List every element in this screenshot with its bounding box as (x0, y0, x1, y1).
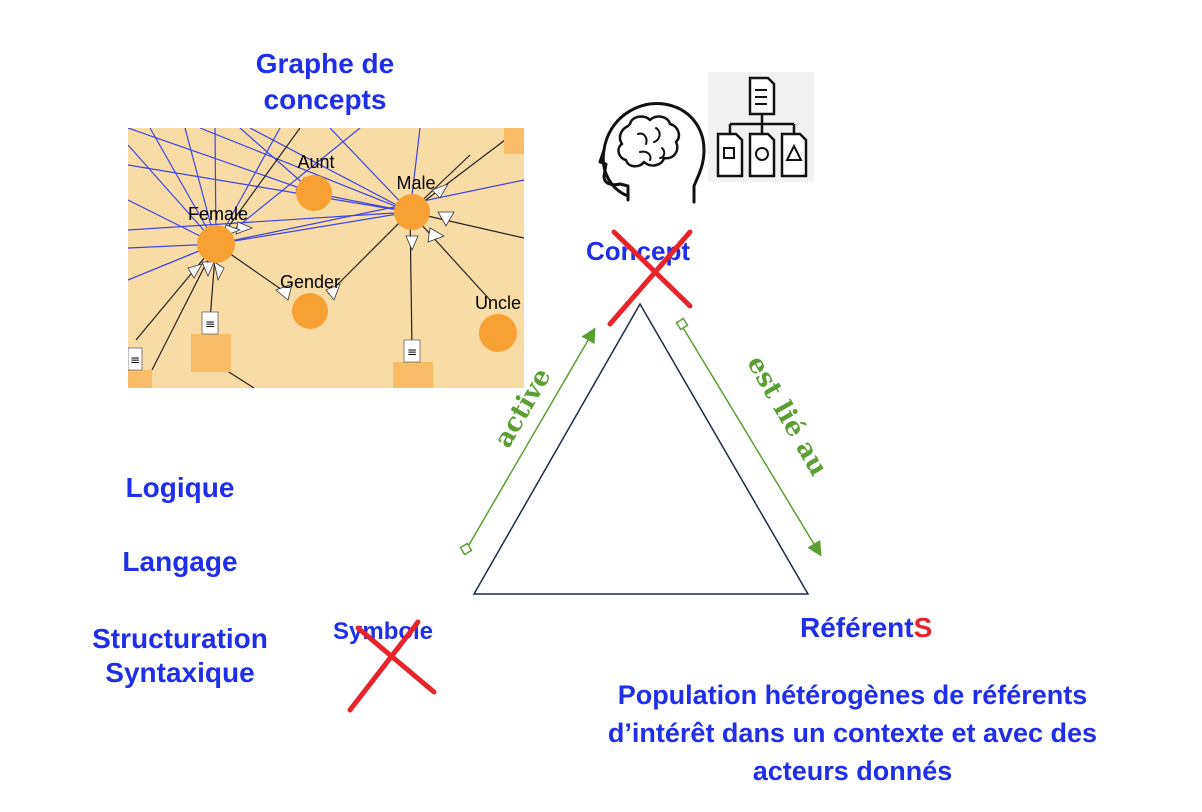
svg-text:≡: ≡ (130, 353, 140, 367)
cross-out-mark-concept (607, 229, 693, 327)
svg-text:≡: ≡ (205, 317, 215, 331)
left-item-langage: Langage (122, 546, 238, 577)
node-label-male: Male (396, 173, 435, 193)
graph-doc-icons: ≡ ≡ ≡ (128, 311, 421, 371)
left-item-structuration: Structuration Syntaxique (60, 622, 300, 690)
semiotic-triangle (472, 302, 810, 595)
svg-text:≡: ≡ (407, 345, 417, 359)
population-text: Population hétérogènes de référents d’in… (607, 680, 1098, 786)
node-label-female: Female (188, 204, 248, 224)
document-hierarchy-icon (708, 72, 814, 182)
node-label-uncle: Uncle (475, 293, 521, 313)
graph-title-line: concepts (263, 84, 387, 115)
referent-suffix: S (913, 612, 933, 643)
graph-title-line: Graphe de (255, 48, 395, 79)
arrow-est-lie-au (675, 317, 822, 557)
node-label-gender: Gender (280, 272, 340, 292)
left-item-structuration-line: Structuration (92, 623, 268, 654)
graph-title: Graphe de concepts (200, 46, 450, 118)
brain-head-icon (598, 102, 706, 204)
cross-out-mark-symbole (347, 619, 437, 713)
referent-main: Référent (800, 612, 914, 643)
referent-label: RéférentS (800, 612, 932, 644)
graph-square-nodes (128, 128, 524, 388)
concept-graph-image: ≡ ≡ ≡ (128, 128, 524, 388)
left-item-logique: Logique (125, 472, 235, 503)
arrow-active (459, 327, 596, 556)
graph-circle-nodes (197, 175, 517, 352)
left-item-structuration-line: Syntaxique (105, 657, 255, 688)
node-label-aunt: Aunt (297, 152, 334, 172)
graph-arrowheads (187, 176, 455, 301)
